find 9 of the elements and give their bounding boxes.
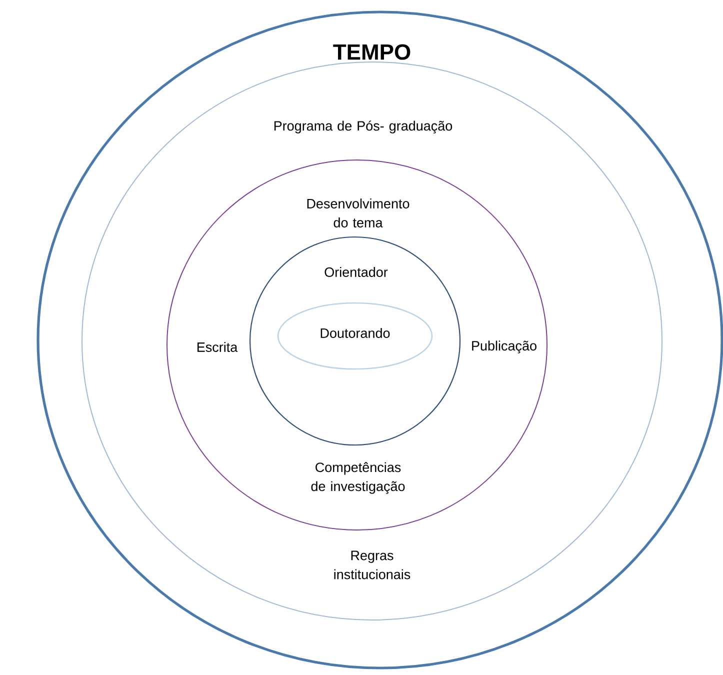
title: TEMPO	[333, 44, 410, 60]
ring-label: Doutorando	[320, 328, 390, 338]
ring-label: Programa de Pós- graduação	[274, 120, 452, 134]
ring-label: Competências de investigação	[311, 462, 405, 494]
ring-label: Desenvolvimento do tema	[307, 198, 410, 228]
ring-label: Escrita	[197, 342, 238, 352]
ring-label: Regras institucionais	[334, 550, 410, 580]
ring-label: Publicação	[472, 340, 536, 354]
ring-label: Orientador	[324, 267, 388, 277]
